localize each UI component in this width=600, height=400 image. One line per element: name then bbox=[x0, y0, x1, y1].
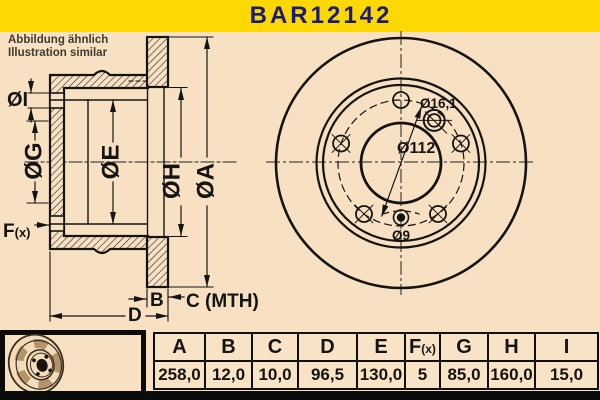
table-value-row: 258,0 12,0 10,0 96,5 130,0 5 85,0 160,0 … bbox=[153, 360, 599, 390]
col-header-c: C bbox=[251, 332, 299, 362]
cavity-lines bbox=[49, 86, 165, 238]
label-pin-hole-dia: Ø9 bbox=[392, 228, 410, 243]
dimension-table: A B C D E F(x) G H I 258,0 12,0 10,0 96,… bbox=[153, 332, 599, 390]
thumbnail-box bbox=[0, 330, 146, 397]
label-dia-i: ØI bbox=[7, 89, 28, 111]
part-number-title: BAR12142 bbox=[249, 2, 393, 29]
table-header-row: A B C D E F(x) G H I bbox=[153, 332, 599, 362]
label-f: F(x) bbox=[3, 221, 31, 242]
header-band bbox=[0, 0, 600, 32]
value-g: 85,0 bbox=[439, 360, 489, 390]
value-h: 160,0 bbox=[487, 360, 536, 390]
col-header-f: F(x) bbox=[404, 332, 441, 362]
friction-ring-bottom bbox=[145, 235, 170, 289]
label-pitch-circle: Ø112 bbox=[397, 140, 435, 157]
disc-thumbnail bbox=[7, 333, 65, 395]
disc-outer-circle bbox=[274, 36, 528, 290]
wheel-bolt-holes bbox=[331, 91, 471, 224]
friction-ring-top bbox=[145, 35, 170, 89]
value-c: 10,0 bbox=[251, 360, 299, 390]
label-b: B bbox=[150, 290, 164, 311]
col-header-e: E bbox=[356, 332, 406, 362]
label-bolt-hole-dia: Ø16,1 bbox=[420, 96, 457, 111]
label-dia-e: ØE bbox=[98, 145, 125, 180]
friction-edge-circle bbox=[315, 77, 487, 249]
col-header-g: G bbox=[439, 332, 489, 362]
value-e: 130,0 bbox=[356, 360, 406, 390]
col-header-d: D bbox=[297, 332, 358, 362]
dimension-lines bbox=[28, 36, 210, 319]
col-header-h: H bbox=[487, 332, 536, 362]
label-dia-a: ØA bbox=[193, 163, 220, 199]
label-dia-g: ØG bbox=[21, 142, 48, 179]
label-d: D bbox=[128, 305, 142, 326]
note-line-en: Illustration similar bbox=[8, 47, 108, 59]
highlighted-bolt-hole bbox=[417, 108, 452, 134]
value-b: 12,0 bbox=[204, 360, 253, 390]
bottom-border-band bbox=[0, 391, 600, 400]
col-header-a: A bbox=[153, 332, 206, 362]
label-c-mth: C (MTH) bbox=[186, 291, 259, 312]
extension-lines bbox=[26, 36, 214, 322]
col-header-i: I bbox=[534, 332, 599, 362]
front-view: Ø16,1 Ø112 Ø9 bbox=[266, 31, 536, 295]
hat-profile bbox=[48, 69, 150, 255]
illustration-note: Abbildung ähnlich Illustration similar bbox=[8, 34, 108, 60]
value-i: 15,0 bbox=[534, 360, 599, 390]
value-a: 258,0 bbox=[153, 360, 206, 390]
pitch-circle-dimension bbox=[380, 106, 423, 217]
friction-inner-circle bbox=[321, 83, 481, 243]
note-line-de: Abbildung ähnlich bbox=[8, 34, 109, 46]
cross-section-view: ØI ØG ØE ØH ØA F(x) B C (MTH) D bbox=[3, 35, 259, 326]
col-header-b: B bbox=[204, 332, 253, 362]
label-dia-h: ØH bbox=[159, 163, 186, 199]
value-f: 5 bbox=[404, 360, 441, 390]
bolt-circle bbox=[337, 99, 465, 227]
value-d: 96,5 bbox=[297, 360, 358, 390]
